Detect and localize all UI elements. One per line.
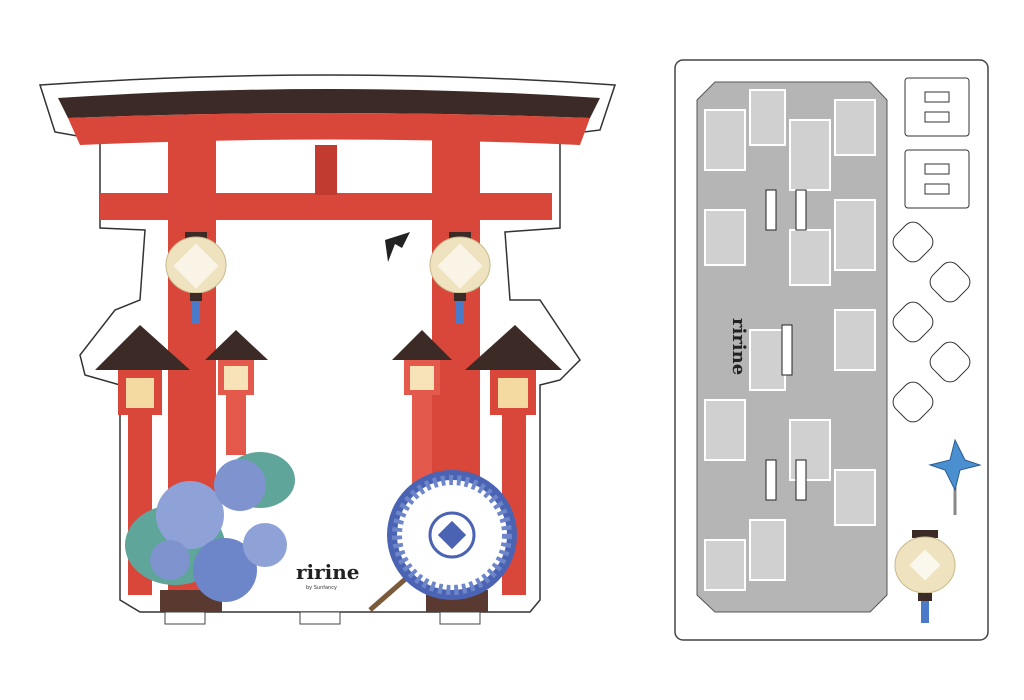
japanese-umbrella (368, 470, 517, 612)
hanging-lantern-right (429, 232, 491, 324)
hydrangea-flower-pieces (892, 221, 971, 423)
hanging-lantern-left (165, 232, 227, 324)
hydrangea-bush (125, 452, 295, 602)
paper-lantern-piece (894, 530, 956, 623)
brand-logo: ririne (296, 560, 360, 584)
brand-logo-subtext: by Sunfancy (306, 585, 337, 591)
stone-path-base (696, 81, 888, 613)
swallow-bird (385, 232, 410, 262)
stand-feet (164, 611, 481, 625)
pinwheel (928, 438, 982, 515)
base-brand-logo: ririne (728, 318, 749, 375)
slot-tabs (904, 77, 970, 209)
